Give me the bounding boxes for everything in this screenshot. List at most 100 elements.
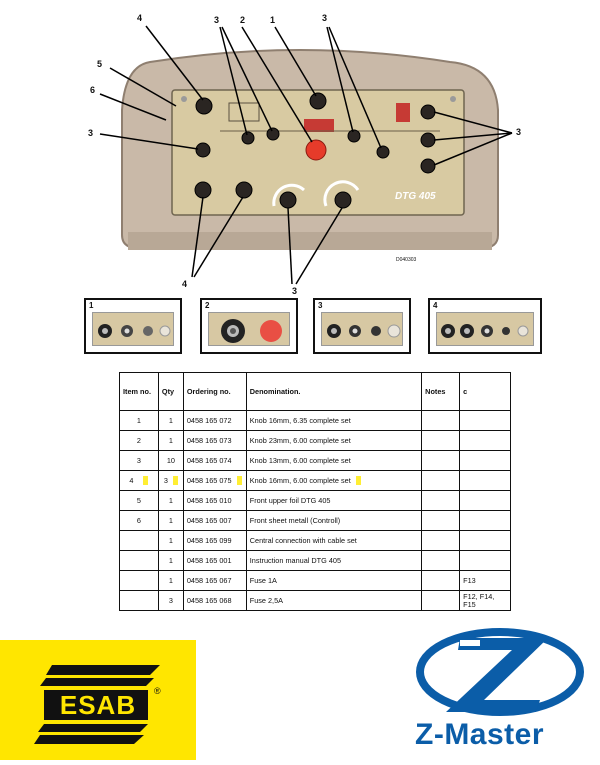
cell-item-no — [119, 590, 159, 611]
cell-item-no-text: 3 — [136, 456, 141, 465]
col-header-denomination: Denomination. — [245, 372, 423, 411]
cell-c — [459, 490, 511, 511]
cell-ordering-no: 0458 165 010 — [182, 490, 247, 511]
callout-3-right: 3 — [516, 127, 522, 137]
cell-c — [459, 550, 511, 571]
cell-denomination: Fuse 1A — [245, 570, 423, 591]
cell-denomination: Knob 13mm, 6.00 complete set — [245, 450, 423, 471]
cell-qty-text: 1 — [168, 576, 173, 585]
cell-qty: 1 — [157, 570, 184, 591]
cell-qty: 1 — [157, 510, 184, 531]
cell-denomination: Knob 16mm, 6.35 complete set — [245, 410, 423, 431]
cell-notes — [421, 550, 461, 571]
cell-item-no-text: 6 — [136, 516, 141, 525]
cell-c: F13 — [459, 570, 511, 591]
knob-set-4-image — [441, 324, 529, 338]
cell-qty: 10 — [157, 450, 184, 471]
zmaster-emblem-icon — [416, 628, 584, 716]
cell-ordering-no: 0458 165 099 — [182, 530, 247, 551]
cell-item-no-text: 4 — [129, 475, 134, 485]
knob-set-3-image — [327, 324, 401, 338]
cell-ordering-no: 0458 165 067 — [182, 570, 247, 591]
cell-c — [459, 470, 511, 491]
knob-set-1-image — [98, 324, 171, 338]
cell-qty: 1 — [157, 430, 184, 451]
col-header-qty: Qty — [157, 372, 184, 411]
cell-ordering-no: 0458 165 007 — [182, 510, 247, 531]
cell-ordering-no: 0458 165 068 — [182, 590, 247, 611]
callout-3-top-left: 3 — [214, 15, 220, 25]
callout-1: 1 — [270, 15, 276, 25]
machine-diagram: DTG 405 — [99, 25, 513, 285]
cell-denomination-text: Fuse 2,5A — [249, 596, 284, 605]
cell-item-no: 1 — [119, 410, 159, 431]
cell-qty: 1 — [157, 490, 184, 511]
cell-qty: 1 — [157, 550, 184, 571]
cell-notes — [421, 530, 461, 551]
parts-table: Item no. Qty Ordering no. Denomination. … — [119, 372, 511, 611]
cell-qty: 1 — [157, 530, 184, 551]
detail-label: 2 — [205, 301, 210, 310]
cell-denomination-text: Instruction manual DTG 405 — [249, 556, 342, 565]
cell-c — [459, 510, 511, 531]
cell-ordering-no-text: 0458 165 099 — [186, 536, 232, 545]
cell-notes — [421, 570, 461, 591]
cell-qty: 1 — [157, 410, 184, 431]
detail-box-2: 2 — [200, 298, 298, 354]
detail-label: 1 — [89, 301, 94, 310]
table-row: 1 0458 165 099 Central connection with cab… — [119, 530, 511, 551]
cell-c — [459, 450, 511, 471]
cell-denomination: Central connection with cable set — [245, 530, 423, 551]
cell-ordering-no-text: 0458 165 075 — [186, 475, 232, 485]
table-row: 1 0458 165 001 Instruction manual DTG 405 — [119, 550, 511, 571]
esab-logo-graphic — [34, 665, 160, 744]
cell-c — [459, 530, 511, 551]
cell-qty-text: 1 — [168, 536, 173, 545]
cell-item-no — [119, 570, 159, 591]
cell-qty: 3 — [157, 470, 184, 491]
cell-denomination-text: Knob 13mm, 6.00 complete set — [249, 456, 351, 465]
callout-3-top-right: 3 — [322, 13, 328, 23]
cell-qty-text: 1 — [168, 436, 173, 445]
highlight-marker — [172, 476, 178, 486]
cell-ordering-no: 0458 165 073 — [182, 430, 247, 451]
cell-c — [459, 410, 511, 431]
detail-label: 4 — [433, 301, 438, 310]
table-header-row: Item no. Qty Ordering no. Denomination. … — [119, 372, 511, 411]
cell-denomination: Front sheet metall (Controll) — [245, 510, 423, 531]
detail-label: 3 — [318, 301, 323, 310]
cell-item-no-text: 1 — [136, 416, 141, 425]
zmaster-wordmark: Z-Master — [415, 718, 545, 751]
cell-item-no: 3 — [119, 450, 159, 471]
cell-ordering-no-text: 0458 165 072 — [186, 416, 232, 425]
cell-qty-text: 10 — [166, 456, 175, 465]
detail-box-4: 4 — [428, 298, 542, 354]
detail-box-1: 1 — [84, 298, 182, 354]
col-header-ordering-no: Ordering no. — [182, 372, 247, 411]
cell-c — [459, 430, 511, 451]
cell-item-no — [119, 530, 159, 551]
cell-denomination-text: Central connection with cable set — [249, 536, 357, 545]
callout-6: 6 — [90, 85, 96, 95]
cell-qty-text: 3 — [168, 596, 173, 605]
cell-ordering-no: 0458 165 001 — [182, 550, 247, 571]
cell-notes — [421, 450, 461, 471]
callout-4-top: 4 — [137, 13, 143, 23]
cell-notes — [421, 430, 461, 451]
callout-3-bottom: 3 — [292, 286, 298, 296]
detail-box-3: 3 — [313, 298, 411, 354]
cell-denomination: Front upper foil DTG 405 — [245, 490, 423, 511]
cell-notes — [421, 510, 461, 531]
esab-registered-mark: ® — [154, 686, 161, 696]
highlight-marker — [355, 476, 361, 486]
highlight-marker — [236, 476, 242, 486]
cell-ordering-no-text: 0458 165 001 — [186, 556, 232, 565]
cell-item-no: 4 — [119, 470, 159, 491]
cell-qty-text: 1 — [168, 556, 173, 565]
col-header-c: c — [459, 372, 511, 411]
cell-item-no: 6 — [119, 510, 159, 531]
